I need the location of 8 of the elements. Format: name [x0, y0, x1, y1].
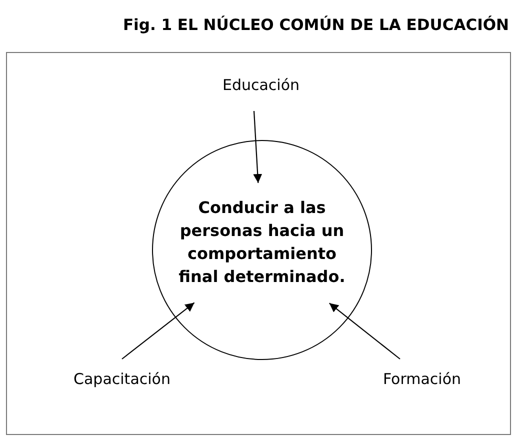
node-label: Formación — [382, 368, 462, 390]
arrow — [253, 110, 262, 184]
arrow — [328, 302, 400, 360]
node-label: Educación — [222, 74, 300, 96]
circle-text: Conducir a las personas hacia un comportamiento final determinado. — [178, 197, 346, 288]
arrow — [122, 302, 195, 360]
node-label: Capacitación — [74, 368, 170, 390]
figure-title: Fig. 1 EL NÚCLEO COMÚN DE LA EDUCACIÓN — [122, 16, 509, 36]
